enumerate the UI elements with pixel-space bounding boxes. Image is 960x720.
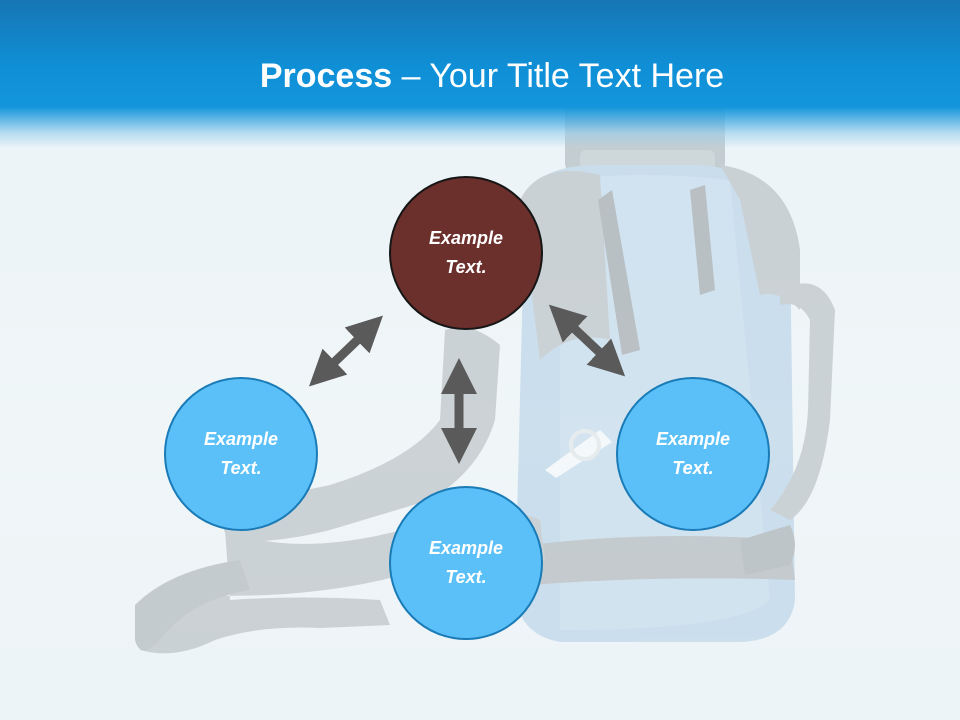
process-node-right: Example Text. [616,377,770,531]
slide-title: Process – Your Title Text Here [0,54,960,98]
node-label: Example Text. [428,228,504,277]
title-bold-part: Process [259,57,393,95]
node-label: Example Text. [655,429,731,478]
node-label: Example Text. [428,538,504,587]
process-node-left: Example Text. [164,377,318,531]
title-rest-part: – Your Title Text Here [392,57,725,95]
title-bar: Process – Your Title Text Here [0,0,960,148]
node-label: Example Text. [203,429,279,478]
process-node-bottom: Example Text. [389,486,543,640]
process-node-top: Example Text. [389,176,543,330]
